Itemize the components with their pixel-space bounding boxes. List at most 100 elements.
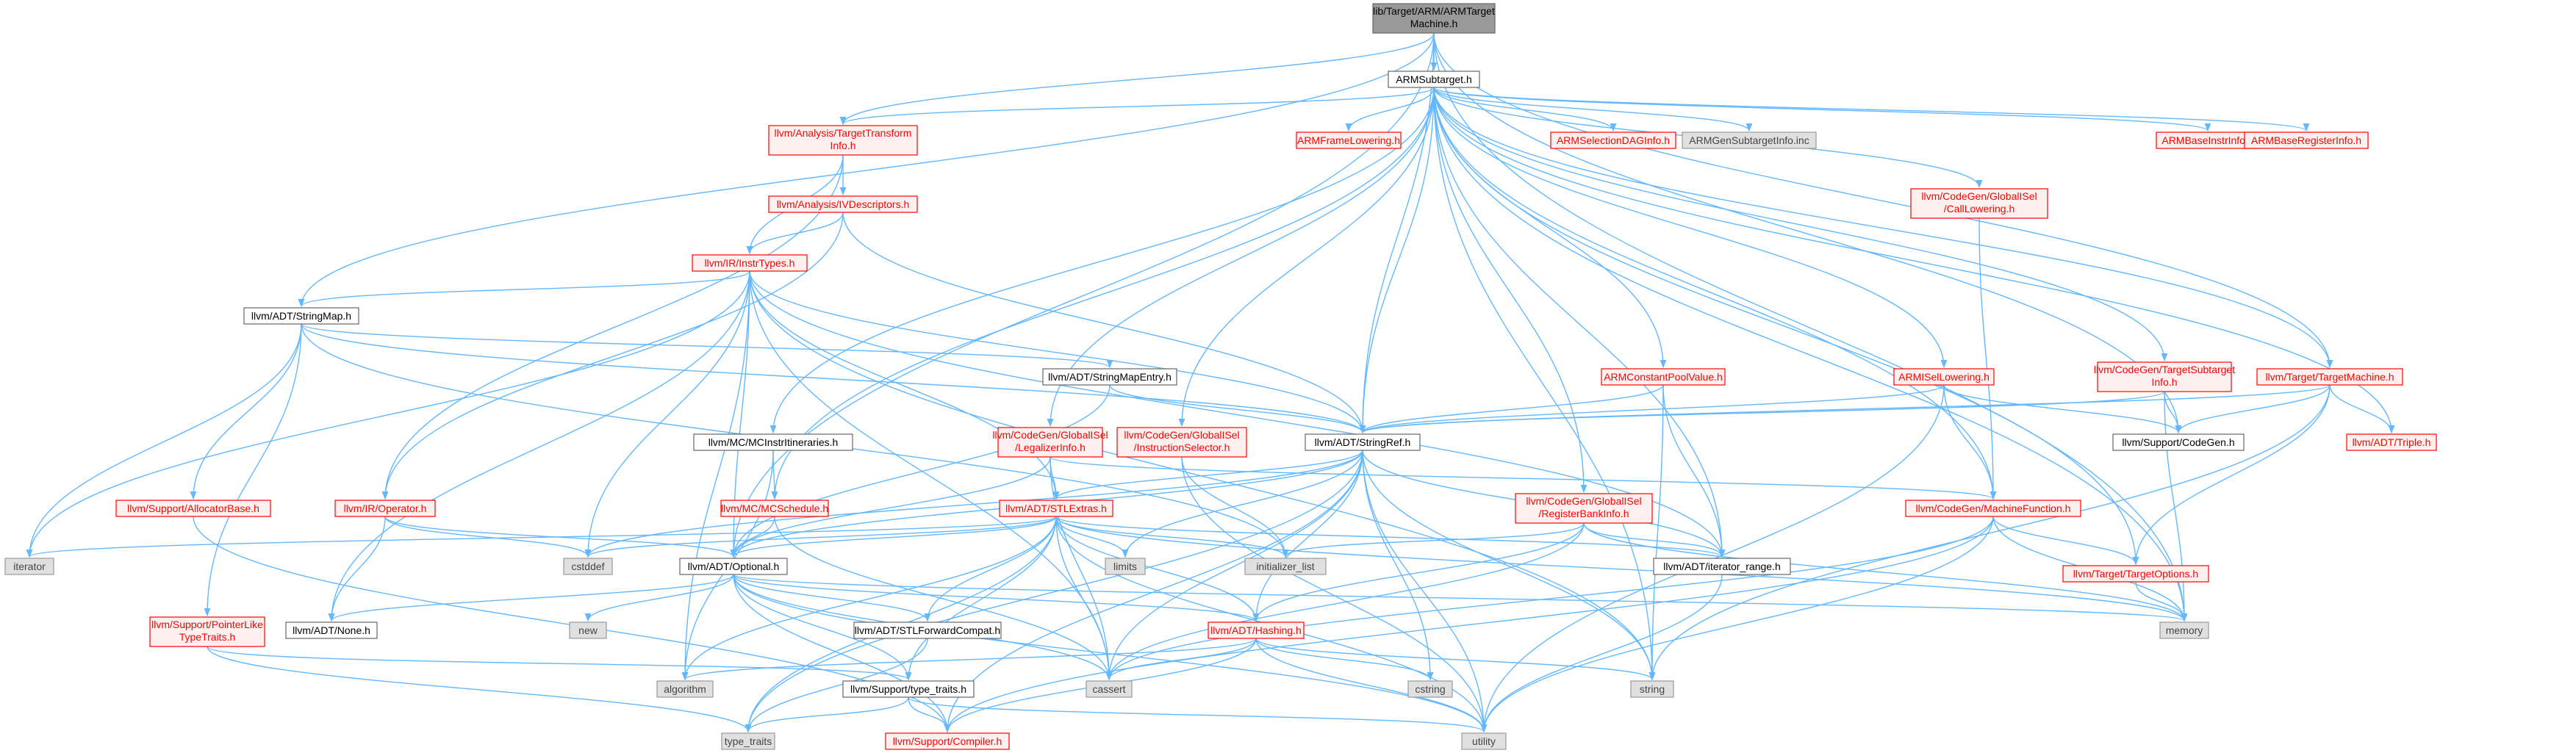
edge-subtarget-to-basereg bbox=[1433, 87, 2310, 132]
node-stlextras[interactable]: llvm/ADT/STLExtras.h bbox=[999, 500, 1113, 517]
node-label: llvm/ADT/Hashing.h bbox=[1210, 624, 1302, 636]
node-label: llvm/Analysis/TargetTransform bbox=[775, 127, 912, 139]
node-ivdesc[interactable]: llvm/Analysis/IVDescriptors.h bbox=[768, 195, 918, 213]
node-compiler[interactable]: llvm/Support/Compiler.h bbox=[885, 732, 1010, 750]
node-stringmapentry[interactable]: llvm/ADT/StringMapEntry.h bbox=[1042, 368, 1177, 386]
edge-hashing-to-string bbox=[1255, 638, 1656, 681]
node-seldag[interactable]: ARMSelectionDAGInfo.h bbox=[1550, 131, 1676, 149]
edge-optional-to-hashing bbox=[733, 574, 1260, 622]
edge-stringref-to-limits bbox=[1122, 450, 1363, 558]
node-label: cstddef bbox=[571, 561, 604, 572]
edge-typetraitsllvm-to-type_traits bbox=[745, 696, 909, 733]
node-isel[interactable]: llvm/CodeGen/GlobalISel/InstructionSelec… bbox=[1116, 427, 1247, 458]
node-subtarget[interactable]: ARMSubtarget.h bbox=[1388, 71, 1480, 88]
node-utility: utility bbox=[1461, 732, 1507, 750]
node-box bbox=[2256, 368, 2403, 386]
node-stringmap[interactable]: llvm/ADT/StringMap.h bbox=[243, 307, 359, 325]
edge-root-to-optional bbox=[730, 32, 1435, 558]
node-label: memory bbox=[2166, 624, 2203, 636]
node-cpv[interactable]: ARMConstantPoolValue.h bbox=[1601, 368, 1726, 386]
edge-subtarget-to-mcsched bbox=[771, 87, 1435, 500]
edge-instrtypes-to-none bbox=[328, 270, 750, 622]
node-label: llvm/Target/TargetMachine.h bbox=[2265, 371, 2394, 383]
node-allocbase[interactable]: llvm/Support/AllocatorBase.h bbox=[115, 500, 271, 517]
edge-optional-to-new bbox=[584, 574, 734, 622]
node-framelow[interactable]: ARMFrameLowering.h bbox=[1296, 131, 1402, 149]
node-hashing[interactable]: llvm/ADT/Hashing.h bbox=[1208, 622, 1305, 639]
edge-topts-to-memory bbox=[2135, 581, 2188, 622]
node-string: string bbox=[1630, 680, 1674, 698]
node-none[interactable]: llvm/ADT/None.h bbox=[285, 622, 378, 639]
edge-stlextras-to-cstddef bbox=[584, 516, 1057, 558]
node-mcsched[interactable]: llvm/MC/MCSchedule.h bbox=[720, 500, 829, 517]
edge-root-to-tti bbox=[839, 32, 1435, 126]
node-box bbox=[693, 433, 853, 451]
node-label: ARMGenSubtargetInfo.inc bbox=[1689, 134, 1809, 146]
node-label: llvm/IR/InstrTypes.h bbox=[705, 257, 795, 269]
node-typetraitsllvm[interactable]: llvm/Support/type_traits.h bbox=[842, 680, 975, 698]
node-label: ARMBaseRegisterInfo.h bbox=[2251, 134, 2361, 146]
edge-stringmap-to-iterator bbox=[26, 323, 302, 558]
node-operator[interactable]: llvm/IR/Operator.h bbox=[334, 500, 436, 517]
edge-instrtypes-to-iterator bbox=[26, 270, 750, 558]
node-legal[interactable]: llvm/CodeGen/GlobalISel/LegalizerInfo.h bbox=[992, 427, 1108, 458]
edge-rbi-to-iterrange bbox=[1583, 522, 1726, 558]
node-calllow[interactable]: llvm/CodeGen/GlobalISel/CallLowering.h bbox=[1910, 188, 2048, 219]
node-label: llvm/Support/Compiler.h bbox=[893, 735, 1002, 747]
node-isellow[interactable]: ARMISelLowering.h bbox=[1893, 368, 1995, 386]
edge-stlextras-to-typetraitsllvm bbox=[905, 516, 1057, 681]
node-label: ARMSelectionDAGInfo.h bbox=[1557, 134, 1670, 146]
node-topts[interactable]: llvm/Target/TargetOptions.h bbox=[2062, 565, 2209, 583]
edge-isellow-to-codegen bbox=[1943, 384, 2182, 434]
node-box bbox=[149, 616, 265, 647]
edge-instrtypes-to-cstddef bbox=[584, 270, 750, 558]
node-cstring: cstring bbox=[1407, 680, 1453, 698]
node-label: llvm/Target/TargetOptions.h bbox=[2073, 568, 2198, 580]
node-label: limits bbox=[1113, 561, 1137, 572]
node-triple[interactable]: llvm/ADT/Triple.h bbox=[2346, 433, 2437, 451]
edge-root-to-memory bbox=[1433, 32, 2188, 622]
node-stlfwd[interactable]: llvm/ADT/STLForwardCompat.h bbox=[853, 622, 1002, 639]
node-label: ARMSubtarget.h bbox=[1396, 73, 1472, 85]
node-tm[interactable]: llvm/Target/TargetMachine.h bbox=[2256, 368, 2403, 386]
node-label: type_traits bbox=[725, 735, 772, 747]
edge-root-to-stringmap bbox=[298, 32, 1435, 308]
node-instrtypes[interactable]: llvm/IR/InstrTypes.h bbox=[692, 254, 808, 272]
node-label: ARMConstantPoolValue.h bbox=[1604, 371, 1723, 383]
node-optional[interactable]: llvm/ADT/Optional.h bbox=[679, 558, 788, 575]
node-iterrange[interactable]: llvm/ADT/iterator_range.h bbox=[1653, 558, 1791, 575]
node-box bbox=[768, 195, 918, 213]
edge-root-to-codegen bbox=[1433, 32, 2182, 434]
edge-stringmap-to-stringref bbox=[301, 323, 1366, 434]
node-codegen[interactable]: llvm/Support/CodeGen.h bbox=[2112, 433, 2245, 451]
edge-optional-to-none bbox=[328, 574, 734, 622]
edge-subtarget-to-tsi bbox=[1433, 87, 2168, 362]
edge-stlextras-to-optional bbox=[730, 516, 1057, 558]
node-box bbox=[1105, 558, 1146, 575]
node-baseinstr[interactable]: ARMBaseInstrInfo.h bbox=[2156, 131, 2260, 149]
edge-subtarget-to-mf bbox=[1433, 87, 1997, 500]
edge-iterrange-to-utility bbox=[1480, 574, 1723, 733]
node-mcitin[interactable]: llvm/MC/MCInstrItineraries.h bbox=[693, 433, 853, 451]
node-stringref[interactable]: llvm/ADT/StringRef.h bbox=[1305, 433, 1421, 451]
node-label: ARMBaseInstrInfo.h bbox=[2161, 134, 2253, 146]
edge-subtarget-to-memory bbox=[1433, 87, 2188, 622]
node-box bbox=[243, 307, 359, 325]
node-label: llvm/ADT/STLForwardCompat.h bbox=[855, 624, 1000, 636]
node-mf[interactable]: llvm/CodeGen/MachineFunction.h bbox=[1905, 500, 2081, 517]
node-label: llvm/CodeGen/GlobalISel bbox=[1921, 190, 2037, 202]
node-label: llvm/ADT/None.h bbox=[293, 624, 370, 636]
node-box bbox=[842, 680, 975, 698]
edge-hashing-to-utility bbox=[1255, 638, 1488, 733]
node-box bbox=[2346, 433, 2437, 451]
node-box bbox=[569, 622, 607, 639]
edge-subtarget-to-tm bbox=[1433, 87, 2333, 369]
edge-subtarget-to-iterrange bbox=[1433, 87, 1726, 558]
node-rbi[interactable]: llvm/CodeGen/GlobalISel/RegisterBankInfo… bbox=[1515, 493, 1653, 524]
node-basereg[interactable]: ARMBaseRegisterInfo.h bbox=[2244, 131, 2369, 149]
